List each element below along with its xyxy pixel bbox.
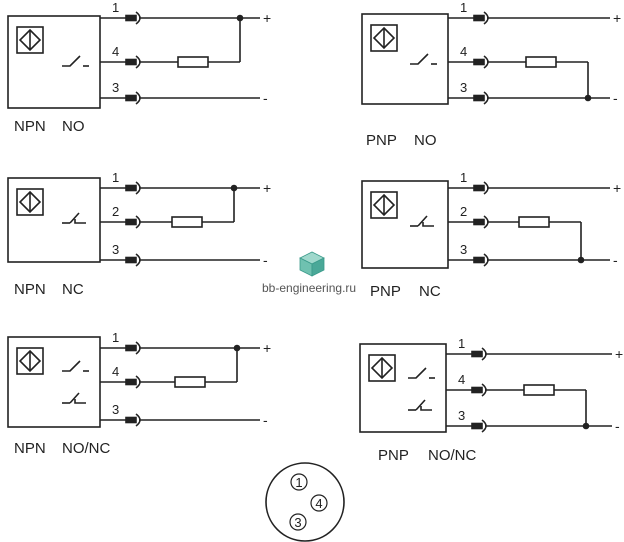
switch-contact-icon: [62, 212, 86, 224]
supply-plus-label: +: [263, 180, 271, 196]
watermark-text: bb-engineering.ru: [262, 281, 356, 295]
sensor-icon: [370, 24, 398, 52]
output-type-label: PNP: [366, 132, 397, 149]
connector-pin-4: 4: [315, 496, 322, 511]
pin-number-1: 1: [460, 170, 467, 185]
pin-number-2: 4: [112, 44, 119, 59]
sensor-icon: [16, 347, 44, 375]
output-type-label: NPN: [14, 118, 46, 135]
diagram-2: 1 4 3 + - PNP NO: [361, 0, 621, 149]
pin-number-1: 1: [112, 170, 119, 185]
connector-outline: [265, 462, 345, 542]
load-resistor: [174, 376, 206, 388]
pin-number-2: 4: [458, 372, 465, 387]
pin-number-3: 3: [112, 242, 119, 257]
switch-contact-icon: [410, 215, 434, 227]
sensor-icon: [368, 354, 396, 382]
load-resistor: [518, 216, 550, 228]
connector-pinout: 1 4 3: [265, 462, 345, 542]
diagram-4: 1 2 3 + - PNP NC: [361, 170, 621, 300]
output-type-label: PNP: [378, 447, 409, 464]
load-resistor: [171, 216, 203, 228]
sensor-icon: [370, 191, 398, 219]
pin-number-3: 3: [460, 242, 467, 257]
pin-number-1: 1: [460, 0, 467, 15]
supply-plus-label: +: [613, 10, 621, 26]
switch-contact-icon: [410, 53, 437, 65]
sensor-housing: [7, 336, 101, 428]
supply-plus-label: +: [615, 346, 623, 362]
pin-number-1: 1: [458, 336, 465, 351]
connector-pin-3: 3: [294, 515, 301, 530]
load-resistor: [177, 56, 209, 68]
supply-minus-label: -: [613, 252, 618, 268]
load-resistor: [523, 384, 555, 396]
supply-minus-label: -: [613, 90, 618, 106]
load-resistor: [525, 56, 557, 68]
diagram-6: 1 4 3 + - PNP NO/NC: [359, 336, 623, 464]
pin-number-1: 1: [112, 330, 119, 345]
supply-plus-label: +: [263, 340, 271, 356]
output-type-label: NPN: [14, 440, 46, 457]
diagram-5: 1 4 3 + - NPN NO/NC: [7, 330, 271, 457]
sensor-housing: [361, 180, 449, 269]
supply-plus-label: +: [613, 180, 621, 196]
sensor-housing: [7, 177, 101, 263]
output-type-label: NPN: [14, 281, 46, 298]
pin-number-2: 4: [112, 364, 119, 379]
pin-number-3: 3: [112, 80, 119, 95]
contact-mode-label: NO: [62, 118, 85, 135]
switch-contact-icon: [62, 55, 89, 67]
sensor-housing: [359, 343, 447, 433]
sensor-icon: [16, 26, 44, 54]
contact-mode-label: NC: [419, 283, 441, 300]
pin-number-1: 1: [112, 0, 119, 15]
diagram-3: 1 2 3 + - NPN NC: [7, 170, 271, 298]
diagram-1: 1 4 3 + - NPN NO: [7, 0, 271, 135]
pin-number-3: 3: [460, 80, 467, 95]
connector-pin-1: 1: [295, 475, 302, 490]
contact-mode-label: NC: [62, 281, 84, 298]
contact-mode-label: NO/NC: [62, 440, 111, 457]
supply-minus-label: -: [615, 418, 620, 434]
sensor-housing: [7, 15, 101, 109]
supply-minus-label: -: [263, 90, 268, 106]
contact-mode-label: NO: [414, 132, 437, 149]
supply-minus-label: -: [263, 252, 268, 268]
supply-plus-label: +: [263, 10, 271, 26]
contact-mode-label: NO/NC: [428, 447, 477, 464]
pin-number-3: 3: [458, 408, 465, 423]
output-type-label: PNP: [370, 283, 401, 300]
supply-minus-label: -: [263, 412, 268, 428]
watermark-logo-icon: [299, 251, 325, 277]
switch-contact-icon: [408, 367, 435, 411]
switch-contact-icon: [62, 360, 89, 404]
pin-number-2: 2: [460, 204, 467, 219]
sensor-icon: [16, 188, 44, 216]
sensor-housing: [361, 13, 449, 105]
pin-number-2: 2: [112, 204, 119, 219]
pin-number-2: 4: [460, 44, 467, 59]
pin-number-3: 3: [112, 402, 119, 417]
